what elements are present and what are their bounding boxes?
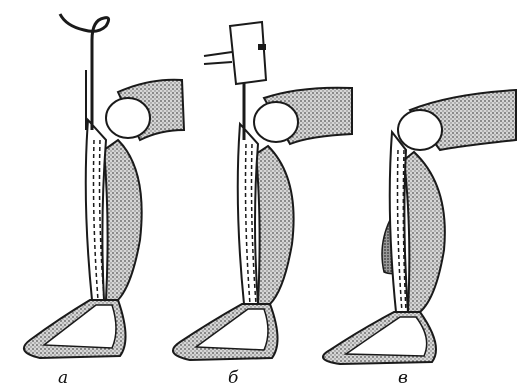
leg-panel-a	[24, 14, 184, 358]
knee-b	[254, 102, 298, 142]
calf-muscle-a	[104, 140, 142, 300]
panel-label-b: б	[228, 368, 238, 388]
knee-a	[106, 98, 150, 138]
panel-label-a: а	[58, 368, 68, 388]
knee-c	[398, 110, 442, 150]
calf-muscle-c	[404, 152, 445, 312]
panel-label-c: в	[398, 368, 408, 388]
leg-panel-b	[173, 22, 352, 360]
calf-muscle-b	[256, 146, 294, 304]
hooked-wire-icon	[60, 14, 109, 130]
